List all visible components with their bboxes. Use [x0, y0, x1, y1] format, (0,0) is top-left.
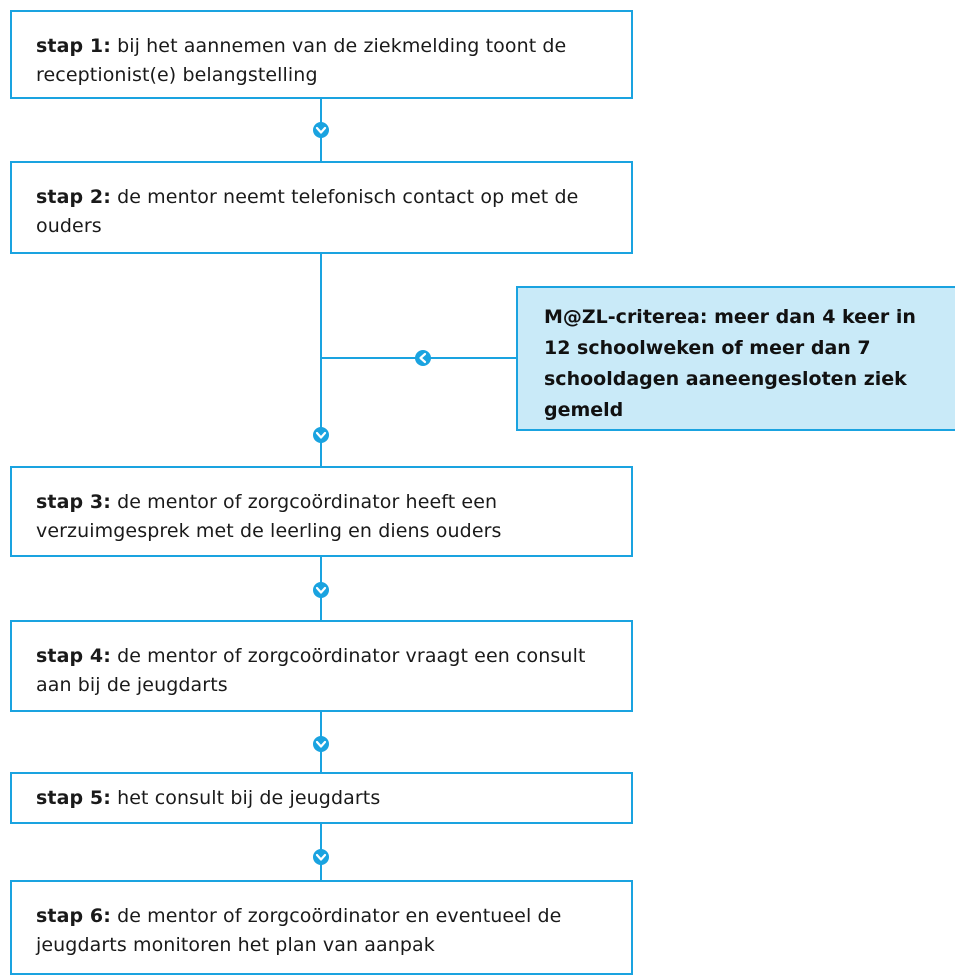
step-label: stap 2: — [36, 186, 111, 208]
step-label: stap 4: — [36, 645, 111, 667]
step-text: het consult bij de jeugdarts — [117, 787, 381, 809]
step-label: stap 3: — [36, 491, 111, 513]
step-text: de mentor neemt telefonisch contact op m… — [36, 186, 579, 237]
step-6-box: stap 6: de mentor of zorgcoördinator en … — [10, 880, 633, 975]
step-5-box: stap 5: het consult bij de jeugdarts — [10, 772, 633, 824]
step-1-box: stap 1: bij het aannemen van de ziekmeld… — [10, 10, 633, 99]
step-text: de mentor of zorgcoördinator heeft een v… — [36, 491, 502, 542]
step-text: de mentor of zorgcoördinator en eventuee… — [36, 905, 562, 956]
step-label: stap 5: — [36, 787, 111, 809]
chevron-down-icon — [313, 427, 329, 443]
step-label: stap 1: — [36, 35, 111, 57]
chevron-down-icon — [313, 736, 329, 752]
chevron-down-icon — [313, 849, 329, 865]
chevron-down-icon — [313, 122, 329, 138]
chevron-down-icon — [313, 582, 329, 598]
criteria-box: M@ZL-criterea: meer dan 4 keer in 12 sch… — [516, 286, 955, 431]
step-3-box: stap 3: de mentor of zorgcoördinator hee… — [10, 466, 633, 557]
step-text: bij het aannemen van de ziekmelding toon… — [36, 35, 567, 86]
chevron-left-icon — [415, 350, 431, 366]
step-2-box: stap 2: de mentor neemt telefonisch cont… — [10, 161, 633, 254]
criteria-text: M@ZL-criterea: meer dan 4 keer in 12 sch… — [544, 306, 916, 421]
step-4-box: stap 4: de mentor of zorgcoördinator vra… — [10, 620, 633, 712]
step-label: stap 6: — [36, 905, 111, 927]
step-text: de mentor of zorgcoördinator vraagt een … — [36, 645, 586, 696]
